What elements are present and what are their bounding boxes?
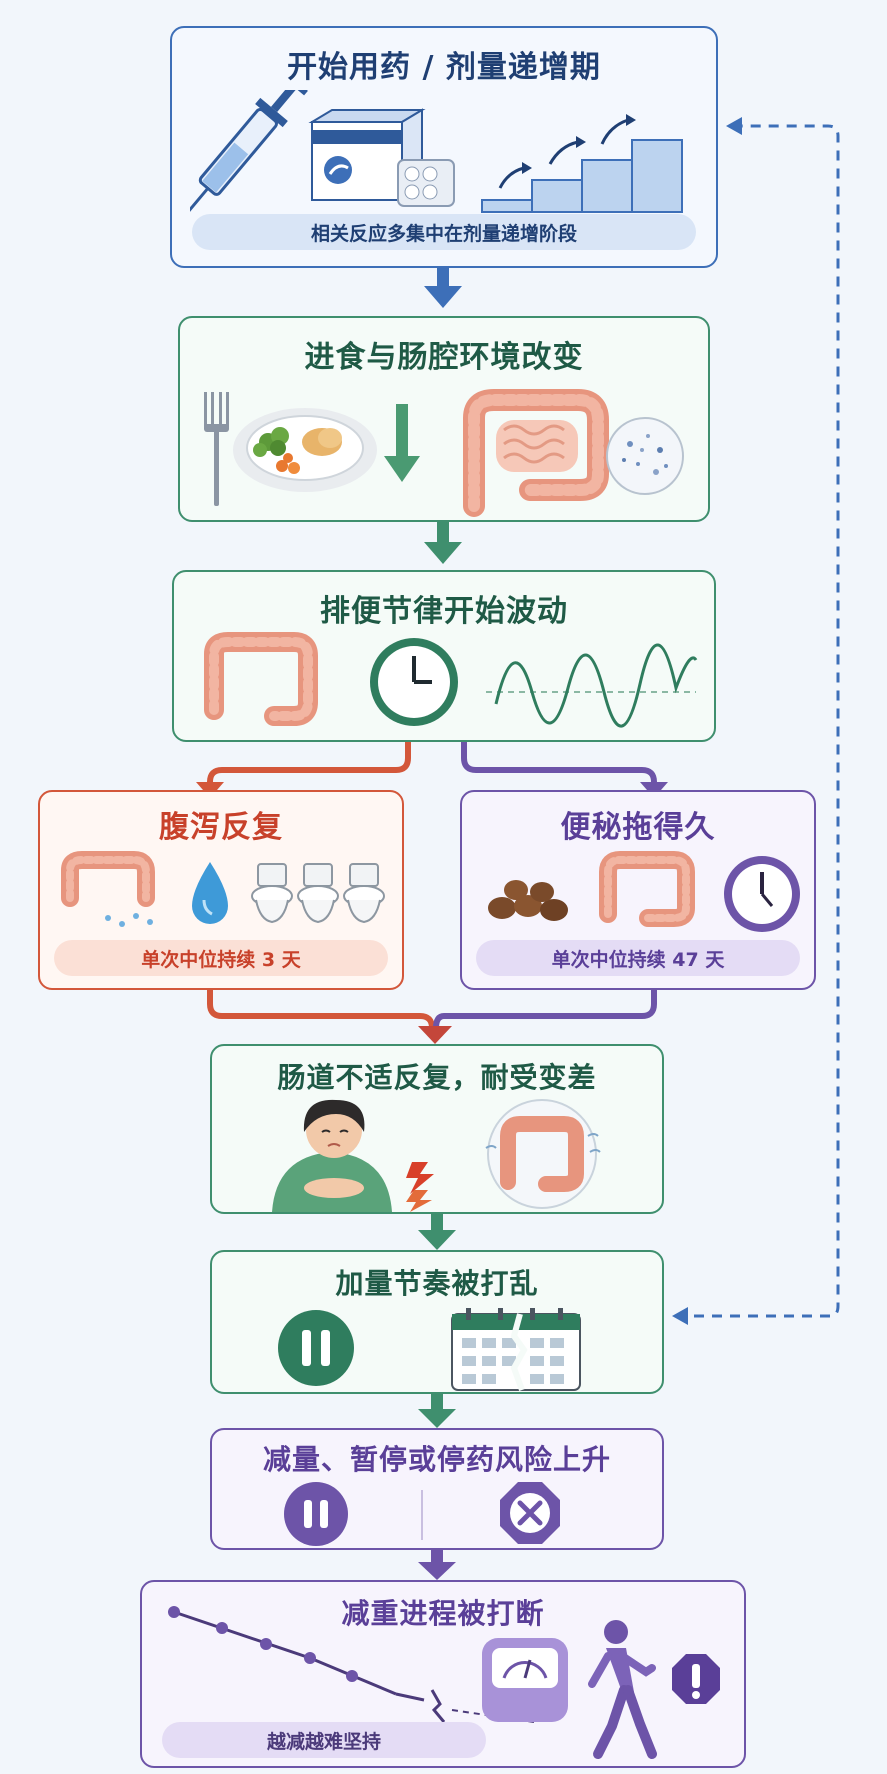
pain-lightning-icon xyxy=(406,1162,434,1212)
loop-back-dashed-line xyxy=(676,124,840,1318)
toilet-icon xyxy=(343,863,385,924)
arrow-s5-s6 xyxy=(418,1230,456,1250)
step-title: 开始用药 / 剂量递增期 xyxy=(287,50,601,85)
loop-arrowhead-top xyxy=(726,117,742,135)
pause-icon xyxy=(278,1310,354,1386)
colon-icon xyxy=(61,851,155,927)
step-start-medication: 开始用药 / 剂量递增期 xyxy=(170,26,718,268)
clock-icon xyxy=(724,856,800,932)
branch-diarrhea: 腹泻反复 单次中位持续 3 天 xyxy=(38,790,404,990)
step-title: 进食与肠腔环境改变 xyxy=(304,340,584,375)
constipation-illustration xyxy=(488,851,800,932)
step-titration-disrupted: 加量节奏被打乱 xyxy=(210,1250,664,1394)
stool-pellets-icon xyxy=(488,880,568,921)
declining-progress-line-icon xyxy=(168,1606,535,1723)
step-title: 加量节奏被打乱 xyxy=(335,1267,539,1300)
step2-illustration xyxy=(204,389,684,517)
down-arrow-icon xyxy=(384,404,420,482)
step8-illustration xyxy=(168,1606,720,1759)
step-title: 肠道不适反复，耐受变差 xyxy=(277,1061,597,1094)
fork-icon xyxy=(204,392,229,506)
step1-note: 相关反应多集中在剂量递增阶段 xyxy=(192,214,696,250)
step-gut-discomfort: 肠道不适反复，耐受变差 xyxy=(210,1044,664,1214)
irritated-colon-icon xyxy=(485,1099,601,1209)
toilet-icon xyxy=(251,863,293,924)
arrow-merge xyxy=(418,1026,452,1044)
branch-title: 便秘拖得久 xyxy=(560,810,716,845)
pill-blister-icon xyxy=(397,159,455,207)
person-discomfort-icon xyxy=(272,1099,392,1212)
step-title: 减重进程被打断 xyxy=(341,1597,545,1630)
branch-constipation: 便秘拖得久 单次中位持续 47 天 xyxy=(460,790,816,990)
arrow-s2-s3 xyxy=(424,542,462,564)
step-diet-gut-change: 进食与肠腔环境改变 xyxy=(178,316,710,522)
arrow-s6-s7 xyxy=(418,1409,456,1428)
scale-icon xyxy=(482,1638,568,1722)
arrow-s1-s2 xyxy=(424,286,462,308)
medicine-box-icon xyxy=(308,108,426,202)
constipation-duration-note: 单次中位持续 47 天 xyxy=(476,940,800,976)
pause-icon xyxy=(284,1482,348,1546)
colon-icon xyxy=(204,632,318,726)
colon-icon xyxy=(599,851,695,927)
step3-illustration xyxy=(204,632,698,728)
microbiome-icon xyxy=(606,417,684,495)
diarrhea-illustration xyxy=(61,851,385,927)
syringe-icon xyxy=(190,90,308,213)
branch-title: 腹泻反复 xyxy=(159,810,283,845)
step-weight-loss-interrupted: 减重进程被打断 xyxy=(140,1580,746,1768)
intestine-icon xyxy=(463,389,609,517)
loop-arrowhead-bottom xyxy=(672,1307,688,1325)
diarrhea-duration-note: 单次中位持续 3 天 xyxy=(54,940,388,976)
step1-illustration xyxy=(190,90,683,213)
step-bowel-rhythm-fluctuates: 排便节律开始波动 xyxy=(172,570,716,742)
step6-illustration xyxy=(278,1308,581,1392)
dose-escalation-steps-icon xyxy=(481,114,683,213)
step-title: 减量、暂停或停药风险上升 xyxy=(262,1443,611,1476)
clock-icon xyxy=(370,638,458,726)
fluctuation-wave-icon xyxy=(486,643,698,728)
stop-x-icon xyxy=(500,1482,560,1544)
walking-person-icon xyxy=(588,1620,657,1759)
step-reduce-pause-stop-risk: 减量、暂停或停药风险上升 xyxy=(210,1428,664,1550)
step7-illustration xyxy=(284,1482,560,1546)
broken-calendar-icon xyxy=(451,1308,581,1392)
arrow-s7-s8 xyxy=(418,1562,456,1580)
step5-illustration xyxy=(272,1099,601,1212)
toilet-icon xyxy=(297,863,339,924)
food-plate-icon xyxy=(233,408,377,492)
warning-icon xyxy=(672,1654,720,1704)
step8-note: 越减越难坚持 xyxy=(162,1722,486,1758)
water-drop-icon xyxy=(192,862,228,924)
step-title: 排便节律开始波动 xyxy=(320,594,568,629)
